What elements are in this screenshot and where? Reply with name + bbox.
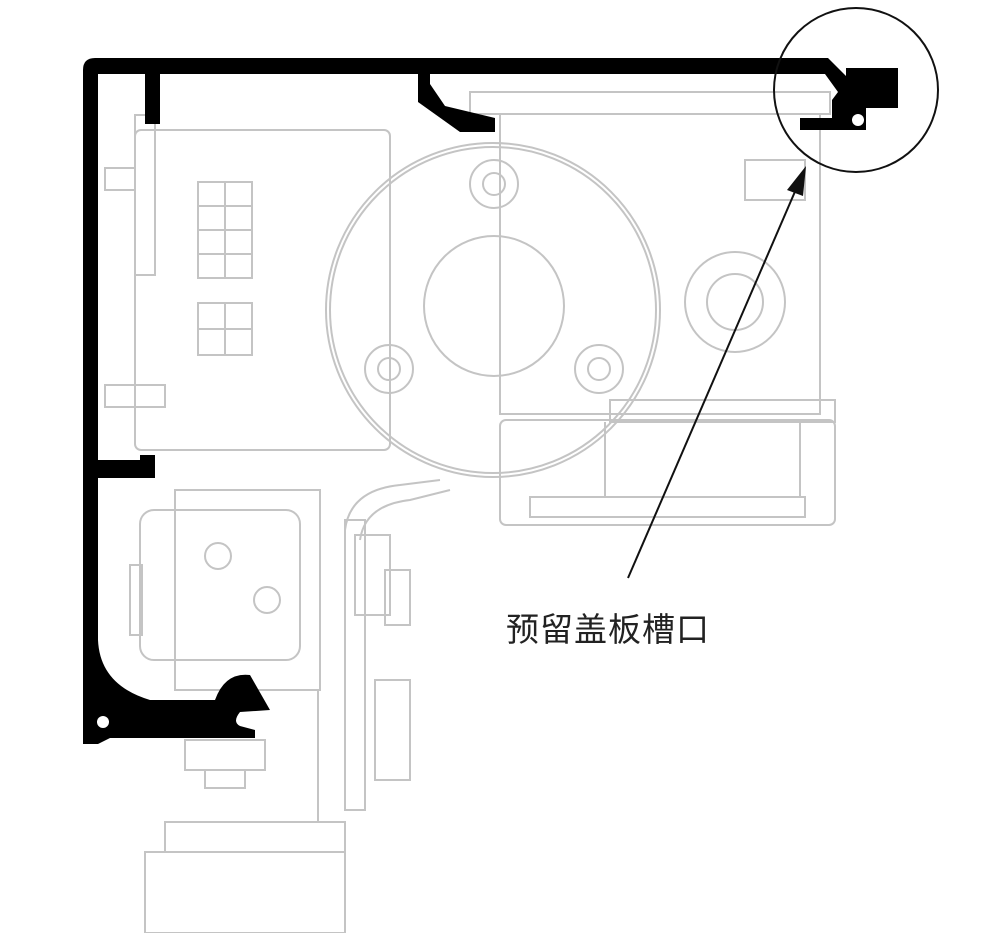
profile-screw-slot (852, 114, 864, 126)
highlight-circle (773, 7, 939, 173)
profile-screw-slot (102, 74, 114, 86)
internal-parts (104, 91, 836, 933)
callout-arrow-line (627, 179, 801, 579)
profile-screw-slot (97, 716, 109, 728)
callout-label: 预留盖板槽口 (506, 610, 710, 649)
aluminium-profile (83, 58, 898, 744)
arrow-head-icon (787, 166, 806, 196)
